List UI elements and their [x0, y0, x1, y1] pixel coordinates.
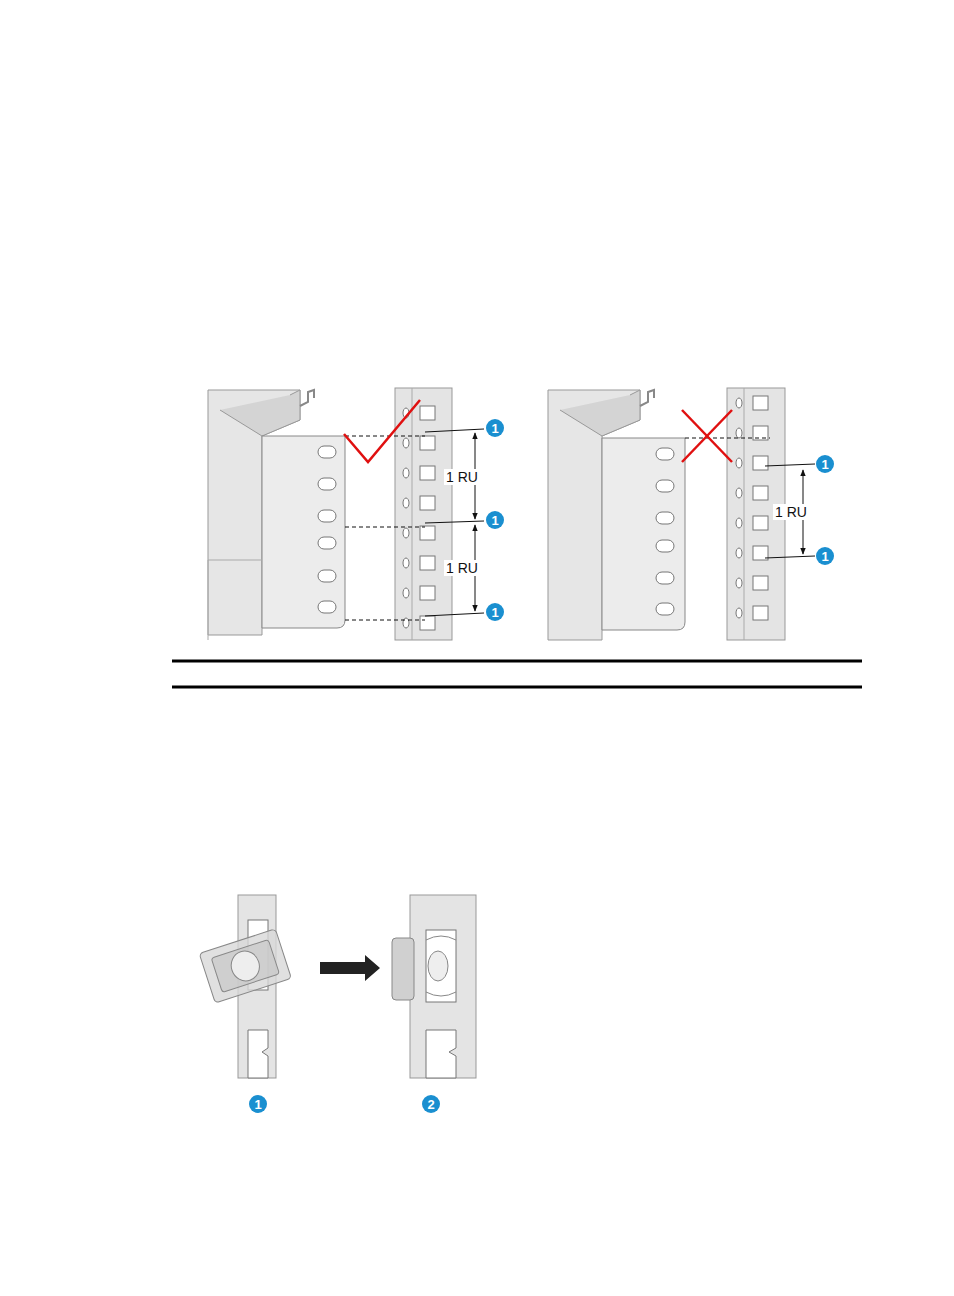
callout-number: 1 — [491, 422, 498, 435]
callout-number: 1 — [254, 1098, 261, 1111]
incorrect-mounting — [548, 388, 834, 640]
dimension-label: 1 RU — [773, 504, 809, 520]
callout-number: 1 — [821, 458, 828, 471]
cage-nut-figure — [199, 895, 476, 1113]
callout-number: 1 — [491, 606, 498, 619]
callout-number: 1 — [491, 514, 498, 527]
callout-number: 1 — [821, 550, 828, 563]
dimension-label: 1 RU — [444, 469, 480, 485]
rule — [172, 686, 862, 689]
correct-mounting — [208, 388, 504, 640]
rule — [172, 660, 862, 663]
dimension-label: 1 RU — [444, 560, 480, 576]
callout-number: 2 — [427, 1098, 434, 1111]
